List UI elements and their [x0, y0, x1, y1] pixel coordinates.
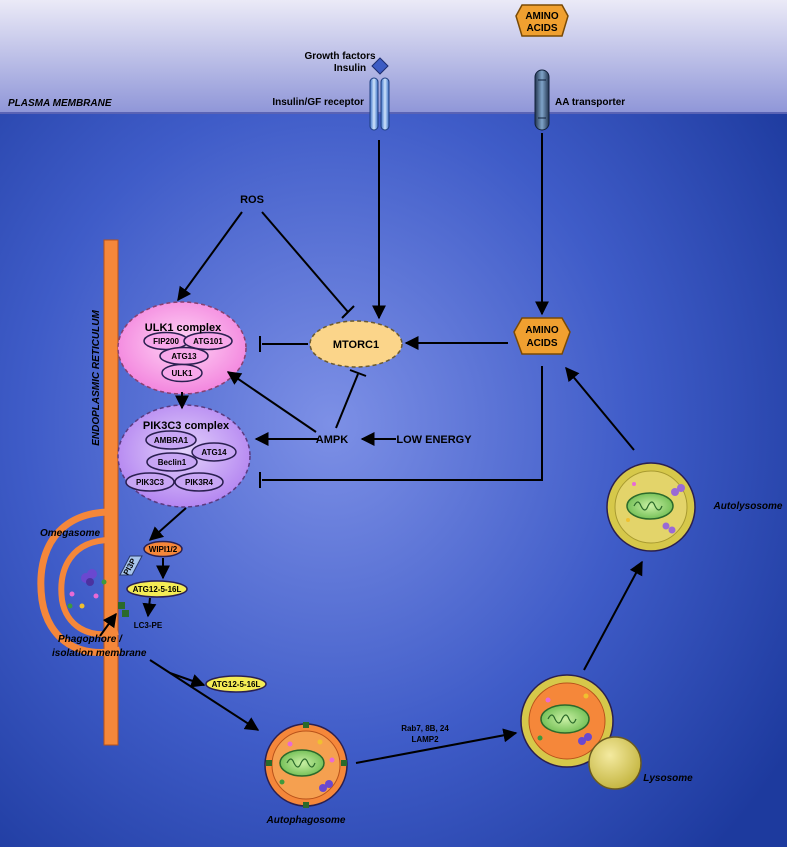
ambra1-label: AMBRA1	[154, 436, 189, 445]
ulk1-complex-title: ULK1 complex	[145, 322, 222, 334]
pi3p-marker	[119, 555, 143, 576]
ampk-to-ulk1-arrow	[226, 371, 317, 433]
ampk-inhibits-mtorc1-bar	[349, 369, 367, 377]
growth-factors-label: Growth factors	[304, 51, 376, 62]
low-energy-node: LOW ENERGY	[396, 434, 472, 446]
intracellular-amino-acids	[513, 317, 571, 355]
phagophore-label-1: Phagophore /	[58, 634, 123, 645]
extracellular-amino-acids	[515, 4, 569, 37]
pik3c3-complex	[117, 404, 251, 508]
autolysosome	[606, 462, 696, 552]
aa-transporter	[534, 69, 550, 131]
insulin-gf-receptor	[369, 57, 390, 131]
amino-acids-label-2: ACIDS	[526, 338, 557, 349]
mtorc1-node	[309, 320, 403, 368]
amino-acids-inhibits-pik3c3	[262, 366, 543, 481]
atg12-to-lc3pe-arrow	[142, 597, 157, 618]
extracellular-amino-label-2: ACIDS	[526, 23, 557, 34]
atg12-released-node	[205, 675, 267, 693]
growth-factor-ligand-icon	[371, 57, 389, 75]
ros-to-ulk1-arrow	[177, 211, 243, 302]
wipi-label: WIPI1/2	[149, 545, 178, 554]
ampk-node: AMPK	[316, 434, 348, 446]
omegasome-label: Omegasome	[40, 528, 100, 539]
fip200-label: FIP200	[153, 337, 179, 346]
atg12-released-label: ATG12-5-16L	[212, 680, 261, 689]
pik3c3-label: PIK3C3	[136, 478, 165, 487]
atg101-label: ATG101	[193, 337, 223, 346]
fusion-factors-label-2: LAMP2	[411, 735, 439, 744]
atg13-label: ATG13	[171, 352, 197, 361]
phagophore-cargo	[67, 569, 129, 617]
atg12-complex-label: ATG12-5-16L	[133, 585, 182, 594]
atg12-complex-node	[126, 580, 188, 598]
pik3c3-to-pi3p-arrow	[148, 507, 187, 541]
ros-node: ROS	[240, 194, 264, 206]
phagophore-pointer-arrow	[99, 612, 117, 637]
autophagosome-to-lysosome-fusion-arrow	[355, 728, 518, 764]
amino-acids-label-1: AMINO	[525, 325, 559, 336]
autolysosome-label: Autolysosome	[713, 501, 783, 512]
er-label: ENDOPLASMIC RETICULUM	[91, 310, 102, 446]
beclin1-label: Beclin1	[158, 458, 187, 467]
pathway-edges	[99, 133, 643, 764]
extracellular-amino-label-1: AMINO	[525, 11, 559, 22]
autolysosome-to-amino-acids-arrow	[565, 366, 635, 451]
receptor-label: Insulin/GF receptor	[272, 97, 364, 108]
plasma-membrane-band	[0, 0, 787, 113]
ampk-inhibits-mtorc1	[335, 373, 359, 429]
ulk1-complex	[117, 301, 247, 395]
fusion-factors-label-1: Rab7, 8B, 24	[401, 724, 449, 733]
phagophore-to-autophagosome-arrow	[149, 659, 260, 731]
lysosome	[588, 736, 642, 790]
plasma-membrane-label: PLASMA MEMBRANE	[8, 98, 112, 109]
lysosome-label: Lysosome	[643, 773, 693, 784]
ulk1-label: ULK1	[172, 369, 193, 378]
pik3r4-label: PIK3R4	[185, 478, 214, 487]
fusion-to-autolysosome-arrow	[583, 560, 643, 671]
ros-inhibits-mtorc1	[261, 211, 349, 313]
transporter-label: AA transporter	[555, 97, 625, 108]
lc3pe-label: LC3-PE	[134, 621, 163, 630]
phagophore-label-2: isolation membrane	[52, 648, 147, 659]
fusing-autophagosome	[520, 674, 614, 768]
release-atg12-arrow	[169, 672, 206, 688]
autophagosome	[264, 722, 348, 808]
wipi-node	[143, 540, 183, 558]
ros-inhibits-mtorc1-bar	[341, 305, 355, 319]
mtorc1-label: MTORC1	[333, 339, 379, 351]
pik3c3-complex-title: PIK3C3 complex	[143, 420, 230, 432]
insulin-label: Insulin	[334, 63, 366, 74]
atg14-label: ATG14	[201, 448, 227, 457]
autophagosome-label: Autophagosome	[266, 815, 346, 826]
